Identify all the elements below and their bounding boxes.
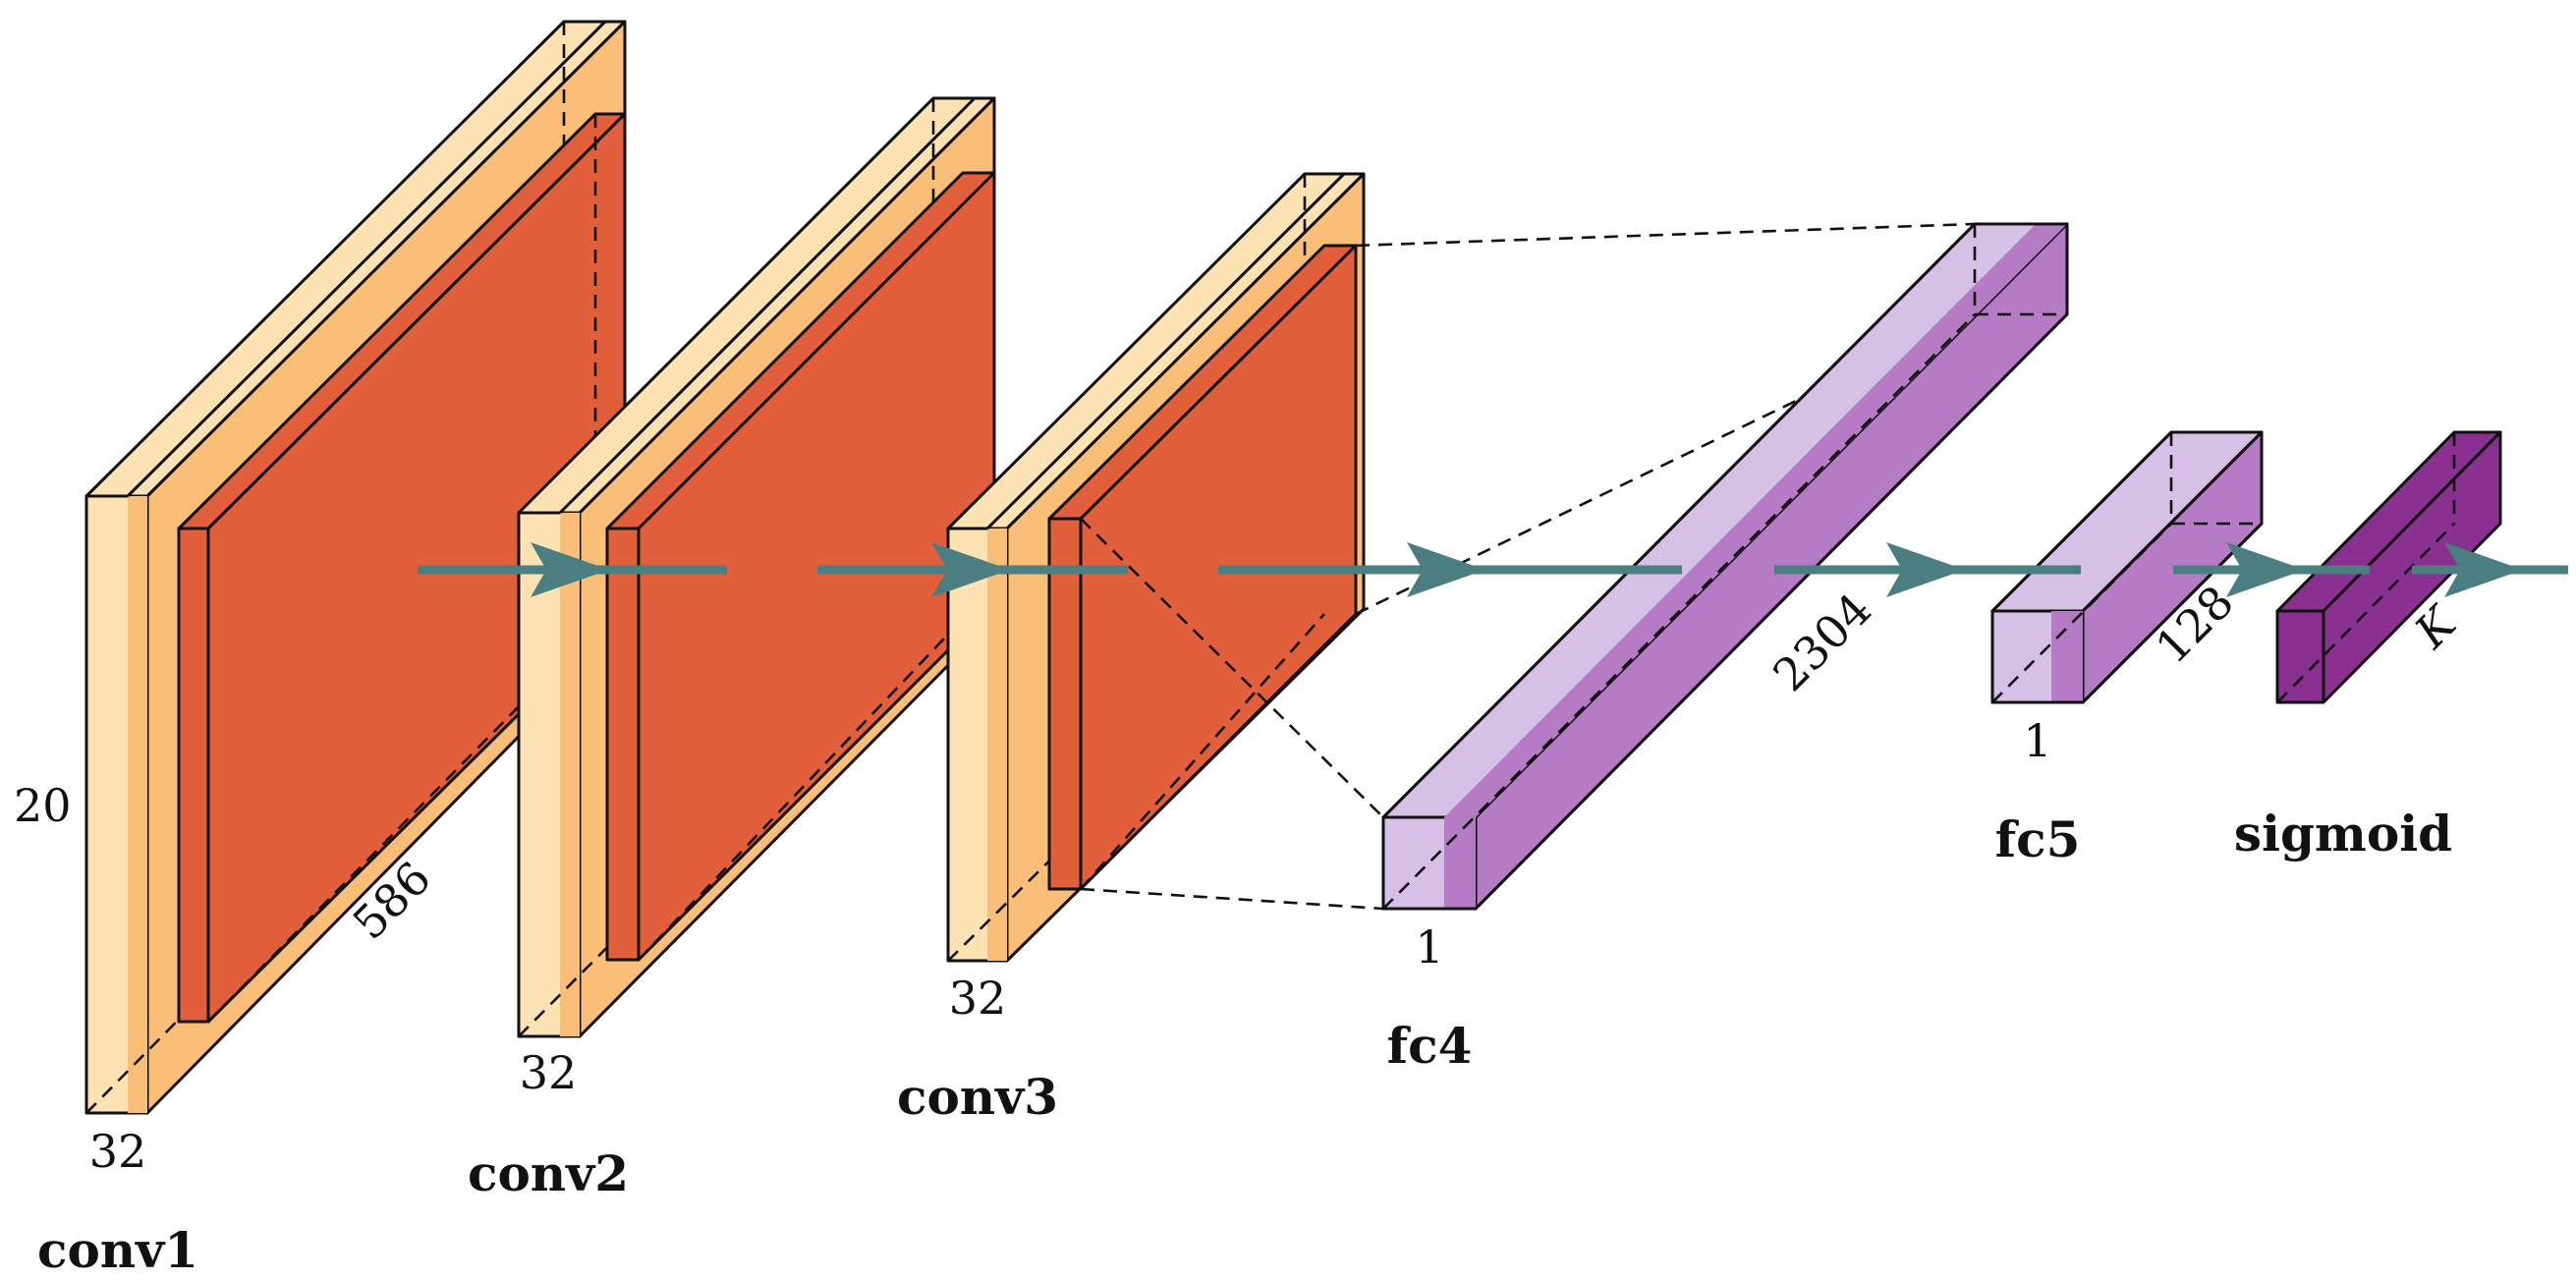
flow-arrowhead-4 (1886, 542, 1965, 597)
fc4-depth-label: 1 (1415, 920, 1443, 974)
conv2-slab-edge (558, 96, 977, 515)
fc4-block (1381, 222, 2069, 911)
projection-lower (1080, 518, 1384, 818)
conv1-slab-front-stripe (128, 496, 147, 1113)
conv1-name-label: conv1 (37, 1221, 198, 1279)
flow-arrows (418, 542, 2568, 597)
conv2-depth-label: 32 (520, 1046, 578, 1099)
conv2-name-label: conv2 (468, 1144, 629, 1202)
conv2-pool-front (605, 527, 641, 962)
conv3-pool-front (1047, 517, 1083, 891)
conv1-slab-edge (126, 20, 607, 498)
sigmoid-hidden-b (2276, 523, 2455, 703)
flow-arrowhead-6 (2444, 542, 2523, 597)
conv1-height-label: 20 (14, 779, 72, 832)
conv2-pool-hidden (638, 618, 964, 961)
fc4-front-stripe (1444, 817, 1476, 909)
conv1-depth-label: 32 (89, 1125, 147, 1178)
fc4-name-label: fc4 (1387, 1017, 1473, 1075)
sigmoid-name-label: sigmoid (2234, 805, 2452, 863)
conv3-depth-label: 32 (949, 972, 1007, 1025)
flow-arrowhead-3 (1407, 542, 1485, 597)
conv1-pool-front (177, 527, 210, 1024)
sigmoid-front (2275, 609, 2325, 704)
fc4-hidden-b (1382, 313, 1976, 910)
flow-arrowhead-1 (531, 542, 609, 597)
projection-bottom (1080, 887, 1384, 911)
fc5-depth-label: 1 (2023, 714, 2051, 767)
conv3-pool-hidden (1080, 613, 1325, 890)
fc5-hidden-b (1991, 523, 2172, 703)
fc5-front-stripe (2051, 611, 2083, 702)
conv1-block (84, 20, 627, 1115)
conv3-name-label: conv3 (897, 1068, 1058, 1126)
fc4-top-stripe (1444, 224, 2067, 817)
conv3-slab-edge (985, 172, 1346, 530)
fc5-name-label: fc5 (1995, 810, 2081, 868)
projection-top (1355, 222, 1976, 248)
conv3-slab-front-stripe (987, 529, 1007, 961)
conv2-slab-front-stripe (560, 513, 580, 1036)
flow-arrowhead-2 (931, 542, 1010, 597)
flow-arrowhead-5 (2226, 542, 2305, 597)
